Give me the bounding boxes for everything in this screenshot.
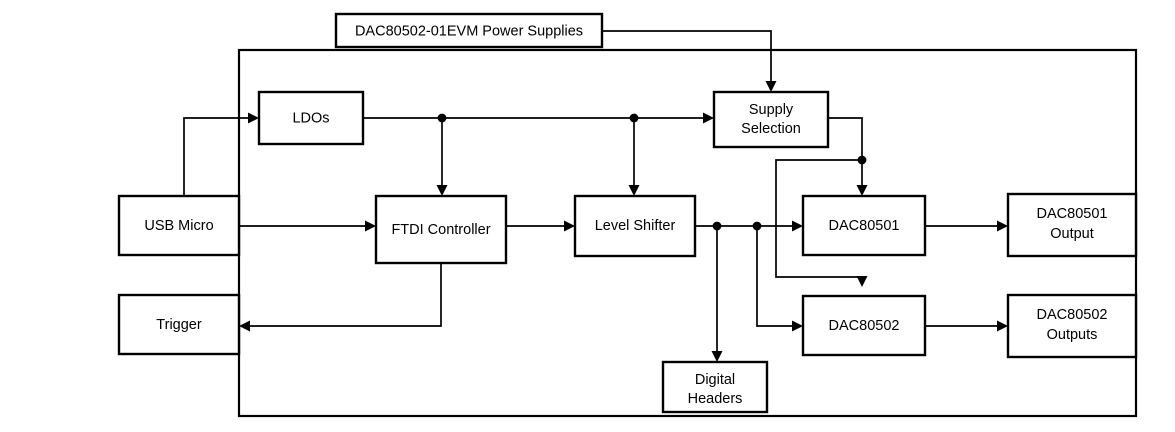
trigger-label: Trigger bbox=[156, 317, 202, 333]
arrow-ftdi-left bbox=[365, 220, 376, 232]
block-power-supplies[interactable]: DAC80502-01EVM Power Supplies bbox=[334, 12, 604, 49]
block-usb-micro[interactable]: USB Micro bbox=[117, 194, 241, 257]
supply-selection-label-line1: Supply bbox=[749, 102, 794, 118]
supply-selection-rect bbox=[712, 90, 830, 149]
arrow-dac80501-left bbox=[792, 220, 803, 232]
usb-micro-label: USB Micro bbox=[144, 218, 213, 234]
block-dac80502[interactable]: DAC80502 bbox=[801, 294, 927, 357]
arrow-supply-selection-top bbox=[765, 81, 777, 92]
power-supplies-rect bbox=[334, 12, 604, 49]
arrow-ftdi-top bbox=[436, 185, 448, 196]
wire-levelshifter-to-dac80502 bbox=[756, 226, 794, 327]
junction-dot-digital-headers bbox=[712, 221, 722, 231]
power-supplies-label: DAC80502-01EVM Power Supplies bbox=[355, 23, 583, 39]
supply-selection-label-line2: Selection bbox=[741, 121, 801, 137]
junction-dot-ldo-ftdi bbox=[437, 113, 447, 123]
wire-supply-selection-out bbox=[828, 117, 863, 160]
wire-layer bbox=[183, 30, 1008, 362]
arrow-dac80502-left bbox=[792, 320, 803, 332]
arrow-trigger-right bbox=[239, 320, 250, 332]
block-trigger[interactable]: Trigger bbox=[117, 293, 241, 356]
dac80501-rect bbox=[801, 194, 927, 257]
dac80502-label: DAC80502 bbox=[829, 318, 900, 334]
wire-usb-to-ldos bbox=[183, 117, 250, 196]
wire-supply-to-dac80502 bbox=[775, 159, 862, 278]
dac80501-output-label-line2: Output bbox=[1050, 226, 1094, 242]
arrow-digital-headers-top bbox=[711, 351, 723, 362]
junction-dot-ldo-levelshifter bbox=[629, 113, 639, 123]
block-dac80502-outputs[interactable]: DAC80502 Outputs bbox=[1006, 293, 1138, 359]
dac80501-output-label-line1: DAC80501 bbox=[1037, 206, 1108, 222]
digital-headers-label-line1: Digital bbox=[695, 372, 735, 388]
trigger-rect bbox=[117, 293, 241, 356]
arrow-supply-selection-left bbox=[703, 112, 714, 124]
ftdi-controller-rect bbox=[374, 194, 508, 265]
wire-ftdi-to-trigger bbox=[248, 263, 442, 327]
block-dac80501-output[interactable]: DAC80501 Output bbox=[1006, 192, 1138, 258]
level-shifter-label: Level Shifter bbox=[595, 218, 676, 234]
block-digital-headers[interactable]: Digital Headers bbox=[661, 360, 769, 414]
ldos-rect bbox=[257, 90, 365, 146]
arrow-level-shifter-left bbox=[564, 220, 575, 232]
dac80501-label: DAC80501 bbox=[829, 218, 900, 234]
arrow-ldos-left bbox=[248, 112, 259, 124]
dac80502-outputs-label-line1: DAC80502 bbox=[1037, 307, 1108, 323]
block-ftdi-controller[interactable]: FTDI Controller bbox=[374, 194, 508, 265]
block-dac80501[interactable]: DAC80501 bbox=[801, 194, 927, 257]
block-ldos[interactable]: LDOs bbox=[257, 90, 365, 146]
dac80502-outputs-label-line2: Outputs bbox=[1047, 327, 1098, 343]
block-level-shifter[interactable]: Level Shifter bbox=[573, 194, 697, 258]
arrow-dac80502-outputs-left bbox=[997, 320, 1008, 332]
wire-power-to-supply-selection bbox=[602, 30, 772, 83]
arrow-dac80501-top bbox=[856, 185, 868, 196]
level-shifter-rect bbox=[573, 194, 697, 258]
junction-dot-dac80502-data bbox=[752, 221, 762, 231]
dac80502-outputs-rect bbox=[1006, 293, 1138, 359]
arrow-dac80502-top bbox=[856, 276, 868, 287]
block-supply-selection[interactable]: Supply Selection bbox=[712, 90, 830, 149]
ldos-label: LDOs bbox=[292, 110, 329, 126]
arrow-level-shifter-top bbox=[628, 185, 640, 196]
digital-headers-label-line2: Headers bbox=[688, 391, 743, 407]
usb-micro-rect bbox=[117, 194, 241, 257]
digital-headers-rect bbox=[661, 360, 769, 414]
dac80501-output-rect bbox=[1006, 192, 1138, 258]
ftdi-controller-label: FTDI Controller bbox=[391, 222, 490, 238]
arrow-dac80501-output-left bbox=[997, 220, 1008, 232]
dac80502-rect bbox=[801, 294, 927, 357]
